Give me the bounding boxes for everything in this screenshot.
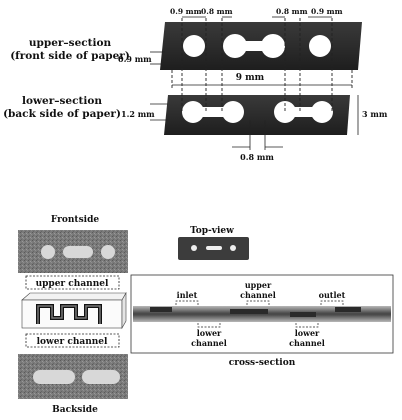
topview-label: Top-view [190,226,234,236]
frontside-label: Frontside [51,215,99,225]
lower-left-channel-hole [182,101,244,123]
inlet-label: inlet [177,290,198,300]
upper-section-title: upper–section [29,37,112,49]
lower-channel-cs-right-1: lower [295,328,320,338]
dimension-lines [150,16,359,150]
cross-section-brackets [175,300,344,328]
upper-section-subtitle: (front side of paper) [10,50,130,62]
lower-section-paper [164,95,350,135]
lower-section-subtitle: (back side of paper) [3,108,121,120]
dim-09-left: 0.9 mm [170,7,202,16]
upper-channel-label: upper channel [36,279,109,289]
upper-channel-hole [223,34,285,58]
lower-section-title: lower–section [22,95,102,107]
dim-09-right: 0.9 mm [311,7,343,16]
lower-channel-box [25,333,120,348]
upper-right-hole [309,35,331,57]
frontside-photo [18,230,128,273]
upper-channel-cs-label-1: upper [245,280,272,290]
dim-3-height: 3 mm [362,109,388,119]
lower-right-channel-hole [274,101,333,123]
dim-08-right: 0.8 mm [276,7,308,16]
upper-section-paper [160,22,362,70]
upper-channel-box [25,275,120,290]
lower-channel-cs-left-2: channel [191,338,227,348]
upper-left-hole [183,35,205,57]
dim-08-bottom: 0.8 mm [240,152,274,162]
channel-3d-schematic [21,291,127,330]
dim-08-left: 0.8 mm [201,7,233,16]
dim-9-width: 9 mm [236,73,265,83]
dim-12-side: 1.2 mm [121,109,155,119]
backside-photo [18,354,128,399]
upper-channel-cs-label-2: channel [240,290,276,300]
outlet-label: outlet [319,290,346,300]
cross-section-image [133,306,391,322]
lower-channel-cs-right-2: channel [289,338,325,348]
topview-photo [178,237,249,260]
lower-channel-label: lower channel [37,337,108,347]
backside-label: Backside [52,405,98,415]
dim-09-side: 0.9 mm [118,54,152,64]
alignment-lines [171,18,353,112]
lower-channel-cs-left-1: lower [197,328,222,338]
cross-section-label: cross-section [229,358,296,368]
